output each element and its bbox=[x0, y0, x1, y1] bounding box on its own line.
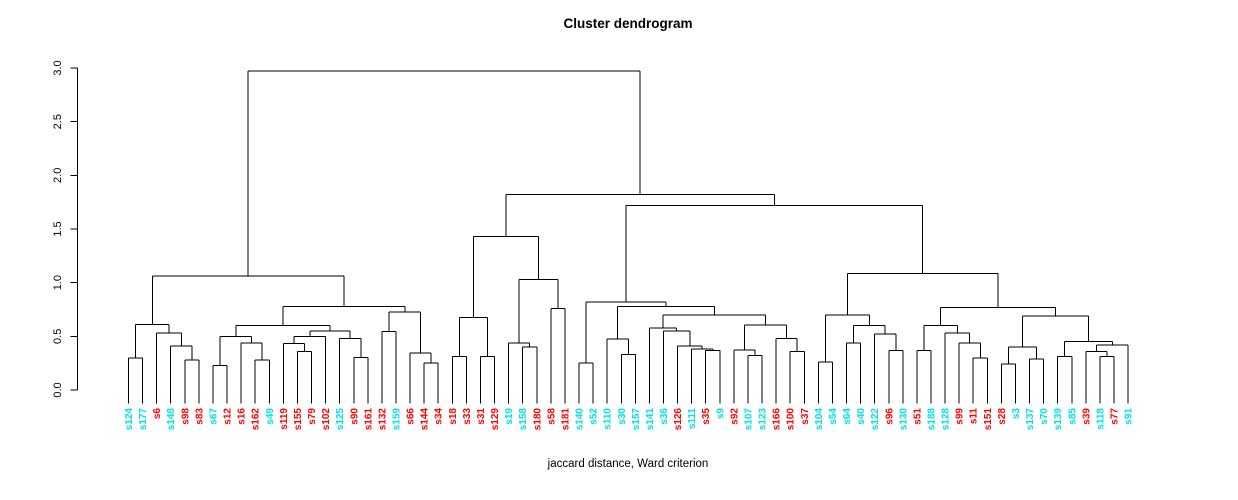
leaf-label: s155 bbox=[293, 408, 304, 431]
leaf-label: s151 bbox=[983, 408, 994, 431]
leaf-label: s140 bbox=[575, 408, 586, 431]
leaf-label: s31 bbox=[476, 408, 487, 425]
leaf-label: s58 bbox=[546, 408, 557, 425]
leaf-label: s132 bbox=[377, 408, 388, 431]
leaf-label: s99 bbox=[955, 408, 966, 425]
leaf-label: s3 bbox=[1011, 408, 1022, 420]
leaf-label: s124 bbox=[124, 408, 135, 431]
leaf-label: s159 bbox=[391, 408, 402, 431]
leaf-label: s102 bbox=[321, 408, 332, 431]
leaf-label: s158 bbox=[518, 408, 529, 431]
leaf-label: s141 bbox=[645, 408, 656, 431]
leaf-label: s66 bbox=[406, 408, 417, 425]
leaf-label: s30 bbox=[617, 408, 628, 425]
leaf-label: s148 bbox=[166, 408, 177, 431]
leaf-label: s110 bbox=[603, 408, 614, 430]
leaf-label: s90 bbox=[349, 408, 360, 425]
y-axis-tick-label: 2.5 bbox=[52, 114, 64, 129]
leaf-label: s104 bbox=[814, 408, 825, 431]
leaf-label: s36 bbox=[659, 408, 670, 425]
leaf-label: s64 bbox=[842, 408, 853, 425]
leaf-label: s39 bbox=[1081, 408, 1092, 425]
leaf-label: s28 bbox=[997, 408, 1008, 425]
plot-title: Cluster dendrogram bbox=[563, 16, 693, 31]
leaf-label: s161 bbox=[363, 408, 374, 431]
leaf-label: s166 bbox=[772, 408, 783, 431]
leaf-label: s85 bbox=[1067, 408, 1078, 425]
y-axis-tick-label: 3.0 bbox=[52, 60, 64, 75]
leaf-label: s107 bbox=[743, 408, 754, 431]
leaf-label: s18 bbox=[448, 408, 459, 425]
x-axis-caption: jaccard distance, Ward criterion bbox=[547, 458, 709, 470]
leaf-label: s83 bbox=[194, 408, 205, 425]
y-axis-tick-label: 0.5 bbox=[52, 329, 64, 344]
leaf-label: s126 bbox=[673, 408, 684, 431]
leaf-label: s54 bbox=[828, 408, 839, 425]
leaf-label: s52 bbox=[589, 408, 600, 425]
leaf-label: s119 bbox=[279, 408, 290, 430]
leaf-label: s181 bbox=[560, 408, 571, 431]
leaf-label: s98 bbox=[180, 408, 191, 425]
leaf-label: s40 bbox=[856, 408, 867, 425]
y-axis-tick-label: 1.5 bbox=[52, 221, 64, 236]
leaf-label: s9 bbox=[715, 408, 726, 420]
leaf-label: s129 bbox=[490, 408, 501, 431]
leaf-label: s49 bbox=[265, 408, 276, 425]
leaf-label: s96 bbox=[884, 408, 895, 425]
leaf-label: s157 bbox=[631, 408, 642, 431]
leaf-label: s37 bbox=[800, 408, 811, 425]
leaf-label: s144 bbox=[420, 408, 431, 431]
leaf-label: s188 bbox=[926, 408, 937, 431]
leaf-label: s79 bbox=[307, 408, 318, 425]
leaf-label: s118 bbox=[1095, 408, 1106, 430]
y-axis-tick-label: 1.0 bbox=[52, 275, 64, 290]
y-axis-tick-label: 0.0 bbox=[52, 382, 64, 397]
leaf-label: s51 bbox=[912, 408, 923, 425]
leaf-label: s70 bbox=[1039, 408, 1050, 425]
leaf-label: s35 bbox=[701, 408, 712, 425]
leaf-label: s12 bbox=[223, 408, 234, 425]
leaf-label: s122 bbox=[870, 408, 881, 431]
leaf-label: s19 bbox=[504, 408, 515, 425]
leaf-label: s180 bbox=[532, 408, 543, 431]
leaf-label: s100 bbox=[786, 408, 797, 431]
leaf-label: s139 bbox=[1053, 408, 1064, 431]
leaf-label: s162 bbox=[251, 408, 262, 431]
leaf-label: s77 bbox=[1110, 408, 1121, 425]
leaf-label: s128 bbox=[941, 408, 952, 431]
leaf-label: s125 bbox=[335, 408, 346, 431]
leaf-label: s111 bbox=[687, 408, 698, 430]
leaf-label: s6 bbox=[152, 408, 163, 420]
y-axis-tick-label: 2.0 bbox=[52, 168, 64, 183]
leaf-label: s91 bbox=[1124, 408, 1135, 425]
leaf-label: s34 bbox=[434, 408, 445, 425]
leaf-label: s123 bbox=[758, 408, 769, 431]
leaf-label: s92 bbox=[729, 408, 740, 425]
leaf-label: s67 bbox=[208, 408, 219, 425]
leaf-label: s16 bbox=[237, 408, 248, 425]
leaf-label: s137 bbox=[1025, 408, 1036, 431]
leaf-label: s11 bbox=[969, 408, 980, 425]
leaf-label: s130 bbox=[898, 408, 909, 431]
leaf-label: s33 bbox=[462, 408, 473, 425]
leaf-label: s177 bbox=[138, 408, 149, 431]
